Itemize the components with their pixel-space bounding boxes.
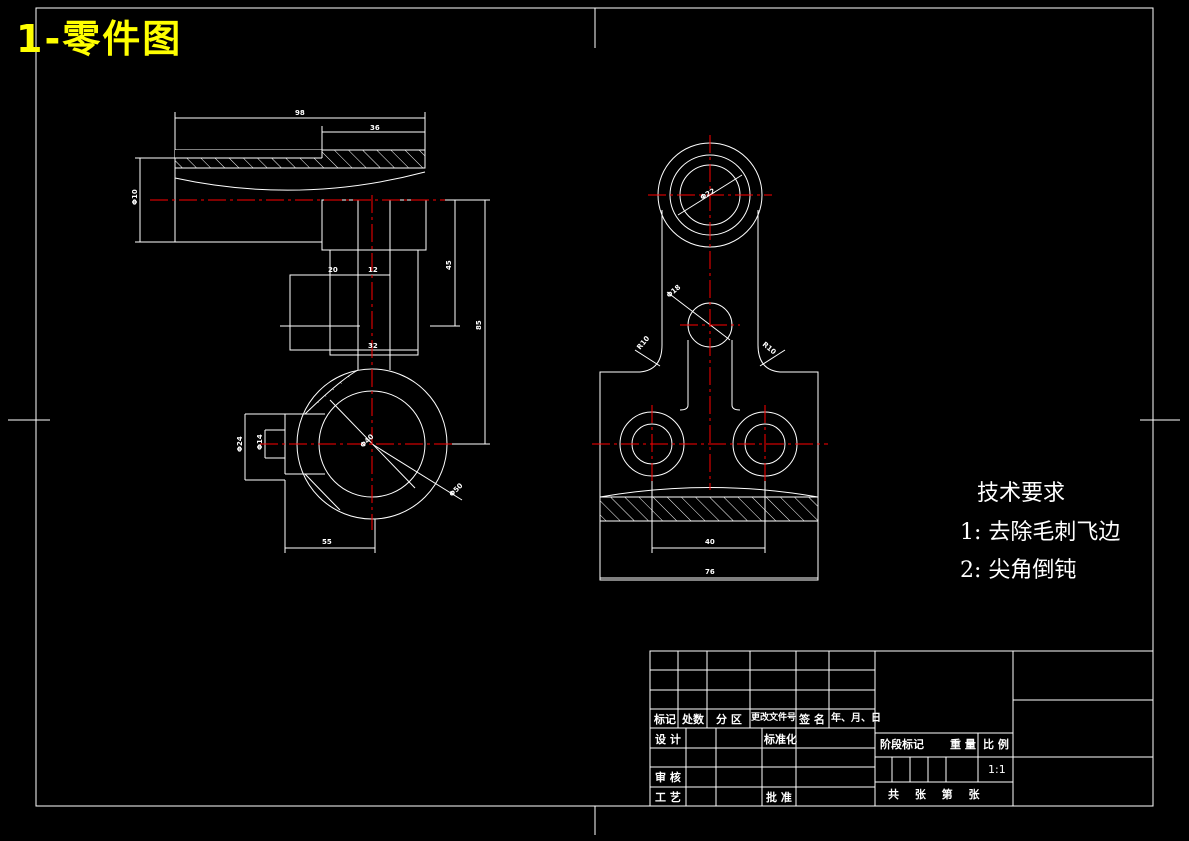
dim-45: 45 [445, 260, 453, 270]
title-block [649, 650, 1154, 807]
tech-req-heading: 技术要求 [977, 481, 1066, 506]
tb-col-sign: 签 名 [799, 713, 825, 726]
dim-85: 85 [475, 320, 483, 330]
tb-standardize: 标准化 [764, 733, 797, 746]
dim-phi-left: Φ10 [131, 189, 139, 205]
dim-side-r-left: R10 [635, 334, 651, 351]
tb-process: 工 艺 [655, 791, 681, 804]
tb-scale-label: 比 例 [983, 738, 1009, 751]
page-title: 1-零件图 [16, 17, 183, 61]
tb-scale-value: 1:1 [988, 763, 1006, 776]
front-center-lines [150, 195, 455, 530]
side-center-lines [592, 135, 828, 490]
dim-12: 12 [368, 266, 378, 274]
tech-req-item-2: 2: 尖角倒钝 [960, 558, 1077, 583]
dim-phi-big: Φ40 [359, 433, 376, 450]
tb-stage-mark: 阶段标记 [880, 738, 924, 751]
dim-phi-24: Φ24 [236, 436, 244, 452]
tb-review: 审 核 [655, 771, 681, 784]
dim-side-r-right: R10 [761, 340, 778, 356]
tb-col-change-doc: 更改文件号 [751, 713, 797, 723]
dim-55: 55 [322, 538, 332, 546]
dim-36: 36 [370, 124, 380, 132]
tb-sheets: 共 张 第 张 [888, 788, 986, 801]
tb-col-mark: 标记 [654, 713, 676, 726]
front-view [135, 112, 490, 553]
dim-side-40: 40 [705, 538, 715, 546]
dim-20: 20 [328, 266, 338, 274]
tb-col-zone: 分 区 [716, 713, 742, 726]
tb-col-count: 处数 [682, 713, 704, 726]
side-view [599, 142, 819, 581]
tb-weight: 重 量 [950, 738, 976, 751]
tb-approve: 批 准 [766, 791, 792, 804]
dim-side-phi-top: Φ22 [699, 187, 717, 202]
tech-req-item-1: 1: 去除毛刺飞边 [960, 520, 1121, 545]
dim-side-76: 76 [705, 568, 715, 576]
dim-98: 98 [295, 109, 305, 117]
tb-col-date: 年、月、日 [831, 713, 881, 724]
dim-phi-14: Φ14 [256, 434, 264, 450]
tb-design: 设 计 [655, 733, 681, 746]
dim-32: 32 [368, 342, 378, 350]
drawing-frame [8, 7, 1180, 835]
